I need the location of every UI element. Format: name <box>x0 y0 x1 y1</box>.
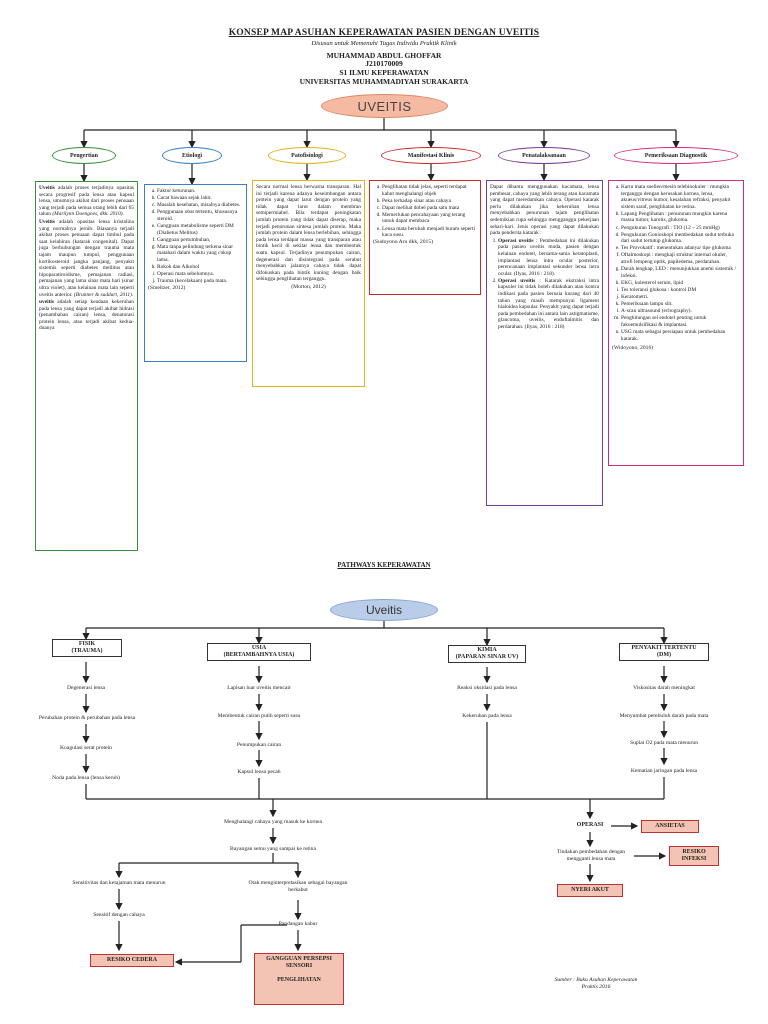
penatalaksanaan-op2: Operasi uveitis : Katarak ekstraksi intr… <box>498 278 599 331</box>
pemeriksaan-item: Oftalmoskopi : mengkaji struktur interna… <box>621 252 740 265</box>
cause-kimia: KIMIA (PAPARAN SINAR UV) <box>448 645 526 663</box>
category-etiologi: Etiologi <box>162 147 222 164</box>
etiologi-item: Cacat bawaan sejak lahir. <box>157 195 243 202</box>
left-node-0: Sensitivitas dan ketajaman mata menurun <box>72 880 166 886</box>
c4-node-3: Kematian jaringan pada lensa <box>630 768 698 774</box>
etiologi-item: Gangguan pertumbuhan, <box>157 237 243 244</box>
cause-penyakit: PENYAKIT TERTENTU (DM) <box>619 643 709 661</box>
etiologi-item: Masalah kesehatan, misalnya diabetes. <box>157 202 243 209</box>
etiologi-item: Mata tanpa pelindung terkena sinar matah… <box>157 244 243 264</box>
pathway-source: Sumber : Buku Asuhan Keperawatan Praktis… <box>554 977 638 990</box>
c3-node-0: Reaksi oksidasi pada lensa <box>457 685 517 691</box>
category-penatalaksanaan: Penatalaksanaan <box>498 147 590 164</box>
etiologi-item: Gangguan metabolisme seperti DM (Diabetu… <box>157 223 243 236</box>
manifestasi-item: Penglihatan tidak jelas, seperti terdapa… <box>382 184 477 197</box>
pemeriksaan-item: Kartu mata snellen/mesin telebinokuler :… <box>621 184 740 210</box>
dx-gangguan-persepsi: GANGGUAN PERSEPSI SENSORI PENGLIHATAN <box>254 953 344 1005</box>
operasi-node: OPERASI <box>576 822 604 828</box>
etiologi-item: Faktor keturunan. <box>157 188 243 195</box>
category-manifestasi-klinis: Manifestasi Klinis <box>381 147 481 164</box>
pemeriksaan-item: Penghitungan sel endotel penting untuk f… <box>621 315 740 328</box>
c1-node-1: Perubahan protein & perubahan pada lensa <box>38 715 136 721</box>
manifestasi-item: Memerlukan pencahayaan yang terang untuk… <box>382 212 477 225</box>
penatalaksanaan-intro: Dapat dibantu menggunakan kacamata, lens… <box>490 184 599 237</box>
manifestasi-item: Peka terhadap sinar atau cahaya <box>382 198 477 205</box>
pemeriksaan-item: EKG, kolesterol serum, lipid <box>621 280 740 287</box>
dx-ansietas: ANSIETAS <box>641 820 699 833</box>
pemeriksaan-item: Tes Provokatif : menentukan adanya/ tipe… <box>621 245 740 252</box>
category-patofisiologi: Patofisiologi <box>268 147 346 164</box>
pemeriksaan-item: Pemeriksaan lampu slit. <box>621 301 740 308</box>
etiologi-item: Penggunaan obat tertentu, khususnya ster… <box>157 209 243 222</box>
right-node-0: Otak menginterpretasikan sebagai bayanga… <box>248 880 348 893</box>
c4-node-0: Viskositas darah meningkat <box>633 685 695 691</box>
pemeriksaan-box: Kartu mata snellen/mesin telebinokuler :… <box>608 180 744 466</box>
c1-node-2: Koagulasi serat protein <box>60 745 112 751</box>
etiologi-box: Faktor keturunan.Cacat bawaan sejak lahi… <box>144 184 247 362</box>
study-program: S1 ILMU KEPERAWATAN <box>339 68 429 77</box>
c4-node-2: Suplai O2 pada mata menurun <box>629 740 699 746</box>
patofisiologi-source: (Morton, 2012) <box>291 283 326 290</box>
etiologi-source: (Smeltzer, 2012) <box>148 285 186 292</box>
pemeriksaan-item: USG mata sebagai persiapan untuk pembeda… <box>621 329 740 342</box>
pemeriksaan-list: Kartu mata snellen/mesin telebinokuler :… <box>612 184 740 342</box>
manifestasi-item: Lensa mata berubah menjadi buram seperti… <box>382 226 477 239</box>
merge-node-0: Menghalangi cahaya yang masuk ke kornea <box>223 819 322 825</box>
etiologi-list: Faktor keturunan.Cacat bawaan sejak lahi… <box>148 188 243 285</box>
category-pemeriksaan-diagnostik: Pemeriksaan Diagnostik <box>614 147 738 164</box>
pemeriksaan-item: Tes toleransi glukosa : kontrol DM <box>621 287 740 294</box>
c3-node-1: Kekeruhan pada lensa <box>462 713 512 719</box>
cause-usia: USIA (BERTAMBAHNYA USIA) <box>207 643 311 661</box>
pathway-root-uveitis: Uveitis <box>330 599 438 621</box>
merge-node-1: Bayangan semu yang sampai ke retina <box>230 846 316 852</box>
manifestasi-source: (Sudoyono Aru dkk, 2015) <box>373 239 433 246</box>
penatalaksanaan-box: Dapat dibantu menggunakan kacamata, lens… <box>486 180 603 506</box>
etiologi-item: Trauma (kecelakaan) pada mata. <box>157 278 243 285</box>
pemeriksaan-item: Lapang Penglihatan : penurunan mungkin k… <box>621 211 740 224</box>
left-node-1: Sensitif dengan cahaya <box>93 912 145 918</box>
student-id: J210170009 <box>365 59 403 68</box>
etiologi-item: Operasi mata sebelumnya. <box>157 271 243 278</box>
c4-node-1: Menyumbat pembuluh darah pada mata <box>619 713 709 719</box>
category-pengertian: Pengertian <box>52 147 116 164</box>
etiologi-item: Rokok dan Alkohol <box>157 264 243 271</box>
patofisiologi-text: Secara normal lensa berwarna transparan.… <box>256 184 361 283</box>
c2-node-0: Lapisan luar uveitis mencair <box>227 685 291 691</box>
university: UNIVERSITAS MUHAMMADIYAH SURAKARTA <box>299 77 469 86</box>
root-node-uveitis: UVEITIS <box>321 94 448 118</box>
page-subtitle: Disusun untuk Memenuhi Tugas Individu Pr… <box>311 40 457 47</box>
dx-resiko-cedera: RESIKO CEDERA <box>90 954 174 967</box>
pemeriksaan-item: Pengukuran Gonioskopi membedakan sudut t… <box>621 232 740 245</box>
manifestasi-list: Penglihatan tidak jelas, seperti terdapa… <box>373 184 477 239</box>
manifestasi-item: Dapat melihat dobel pada satu mata <box>382 205 477 212</box>
c1-node-3: Noda pada lensa (lensa keruh) <box>52 775 120 781</box>
c2-node-3: Kapsul lensa pecah <box>237 769 281 775</box>
dx-nyeri-akut: NYERI AKUT <box>557 884 623 897</box>
pemeriksaan-item: Darah lengkap, LED : menunjukkan anemi s… <box>621 266 740 279</box>
manifestasi-box: Penglihatan tidak jelas, seperti terdapa… <box>369 180 481 295</box>
cause-fisik: FISIK (TRAUMA) <box>52 639 122 657</box>
c1-node-0: Degenerasi lensa <box>66 685 106 691</box>
c2-node-1: Membentuk cairan putih seperti susu <box>217 713 301 719</box>
pemeriksaan-item: Pengukuran Tonografi : TIO (12 – 25 mmHg… <box>621 225 740 232</box>
patofisiologi-box: Secara normal lensa berwarna transparan.… <box>252 180 365 387</box>
penatalaksanaan-op1: Operasi uveitis : Pembedahan ini dilakuk… <box>498 238 599 278</box>
dx-resiko-infeksi: RESIKO INFEKSI <box>669 846 719 866</box>
pathway-title: PATHWAYS KEPERAWATAN <box>337 561 431 569</box>
c2-node-2: Penumpukan cairan <box>236 742 282 748</box>
page-title: KONSEP MAP ASUHAN KEPERAWATAN PASIEN DEN… <box>228 28 540 38</box>
pengertian-box: Uveitis adalah proses terjadinya opasita… <box>35 181 138 551</box>
pemeriksaan-item: Keratometri. <box>621 294 740 301</box>
right-node-1: Pandangan kabur <box>278 921 318 927</box>
pemeriksaan-source: (Widoyono, 2016) <box>612 345 654 352</box>
pemeriksaan-item: A-scan ultrasound (echography). <box>621 308 740 315</box>
tindakan-node: Tindakan pembedahan dengan mengganti len… <box>556 849 626 862</box>
author-name: MUHAMMAD ABDUL GHOFFAR <box>326 51 442 60</box>
